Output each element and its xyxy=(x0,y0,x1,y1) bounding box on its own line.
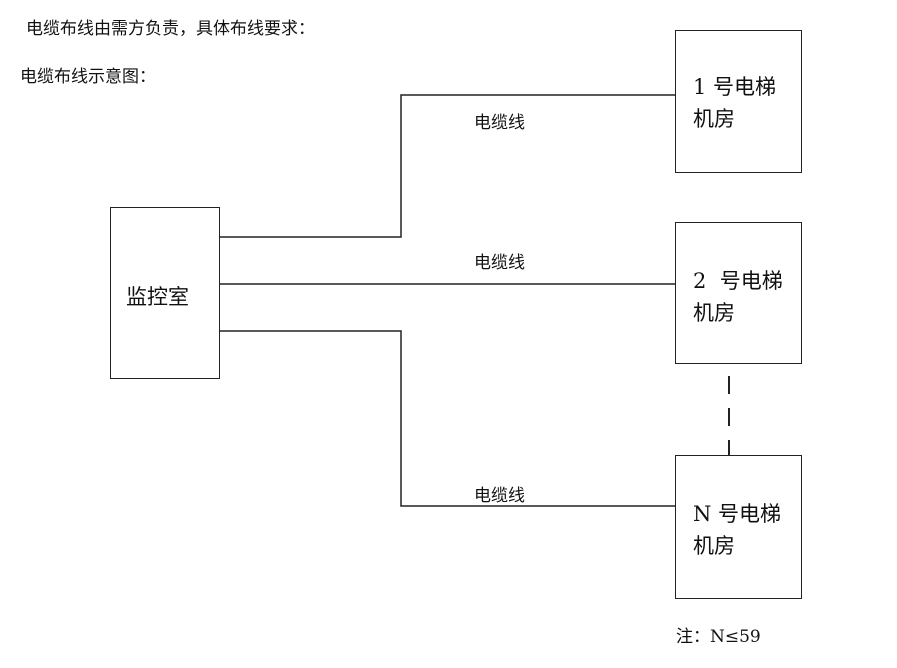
elevator-room-n-box: N 号电梯 机房 xyxy=(675,455,802,599)
elevator-room-n-line2: 机房 xyxy=(693,534,735,558)
monitor-room-label: 监控室 xyxy=(126,285,189,309)
elevator-room-2-box: 2 号电梯 机房 xyxy=(675,222,802,364)
elevator-room-1-box: 1 号电梯 机房 xyxy=(675,30,802,173)
cable-label-1: 电缆线 xyxy=(474,113,525,133)
elevator-room-2-line2: 机房 xyxy=(693,301,735,325)
cable-line-1 xyxy=(219,94,675,238)
elevator-room-2-line1: 2 号电梯 xyxy=(693,269,783,293)
cable-label-2: 电缆线 xyxy=(474,253,525,273)
elevator-room-1-line2: 机房 xyxy=(693,107,735,131)
cable-line-3 xyxy=(219,330,675,507)
intro-line-1: 电缆布线由需方负责，具体布线要求： xyxy=(26,19,315,39)
intro-line-2: 电缆布线示意图： xyxy=(20,67,156,87)
elevator-room-n-line1: N 号电梯 xyxy=(693,502,782,526)
cable-label-3: 电缆线 xyxy=(474,486,525,506)
elevator-room-1-line1: 1 号电梯 xyxy=(693,75,777,99)
note-text: 注：N≤59 xyxy=(676,627,761,647)
monitor-room-box: 监控室 xyxy=(110,207,220,379)
